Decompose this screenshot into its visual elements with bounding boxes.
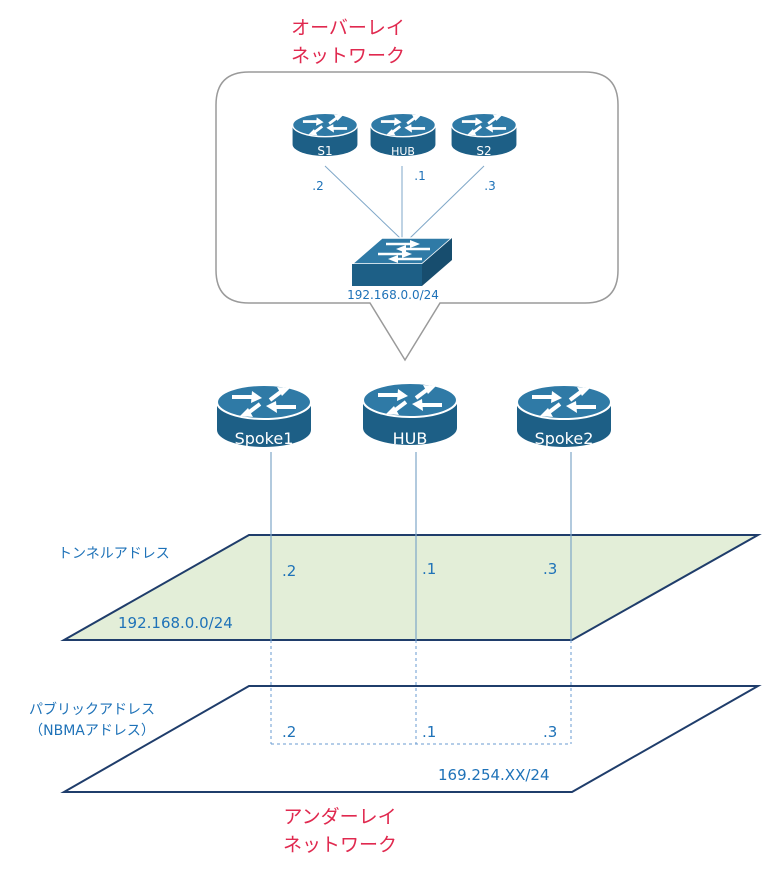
underlay-dashed-links [270, 640, 572, 745]
router-links [270, 452, 572, 640]
public-addr-hub: .1 [422, 723, 436, 741]
bubble-links [324, 165, 485, 239]
bubble-addr-hub: .1 [414, 169, 425, 183]
bubble-addr-s2: .3 [484, 179, 495, 193]
public-addr-spoke2: .3 [543, 723, 557, 741]
bubble-router-s1-label: S1 [317, 144, 332, 158]
bubble-addr-s1: .2 [312, 179, 323, 193]
router-spoke2-label: Spoke2 [535, 429, 594, 448]
tunnel-plane-subnet: 192.168.0.0/24 [118, 614, 233, 632]
tunnel-plane-title: トンネルアドレス [58, 546, 170, 562]
bubble-router-hub-label: HUB [391, 145, 415, 158]
public-plane-subnet: 169.254.XX/24 [438, 766, 550, 784]
underlay-title-line2: ネットワーク [283, 834, 397, 856]
router-hub-label: HUB [393, 429, 428, 448]
underlay-title-line1: アンダーレイ [283, 806, 396, 828]
public-addr-spoke1: .2 [282, 723, 296, 741]
router-spoke1-label: Spoke1 [235, 429, 294, 448]
overlay-title-line1: オーバーレイ [291, 17, 405, 39]
tunnel-addr-hub: .1 [422, 560, 436, 578]
overlay-title-line2: ネットワーク [291, 45, 405, 67]
bubble-router-s2-label: S2 [476, 144, 491, 158]
tunnel-addr-spoke1: .2 [282, 562, 296, 580]
bubble-subnet: 192.168.0.0/24 [347, 288, 439, 302]
tunnel-address-plane [60, 534, 762, 641]
public-plane-title-line2: （NBMAアドレス） [29, 723, 155, 739]
public-address-plane [60, 685, 762, 793]
tunnel-addr-spoke2: .3 [543, 560, 557, 578]
public-plane-title-line1: パブリックアドレス [29, 701, 155, 718]
